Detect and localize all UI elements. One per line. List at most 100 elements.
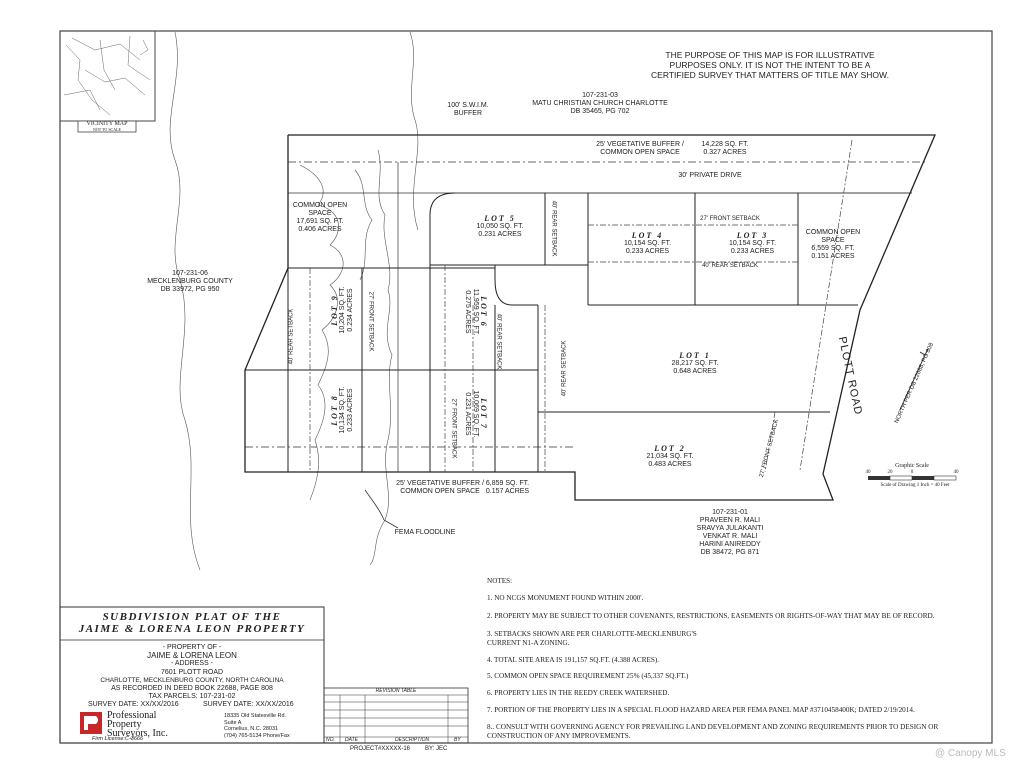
adjacent-south: 107-231-01 PRAVEEN R. MALI SRAVYA JULAKA… <box>680 509 780 557</box>
company-name-line-1: Professional <box>107 710 157 721</box>
buffer-south-area: 6,859 SQ. FT. 0.157 ACRES <box>485 480 530 496</box>
open-space-west-acres: 0.406 ACRES <box>298 226 342 233</box>
front-setback-label: 27' FRONT SETBACK <box>700 216 760 222</box>
adjacent-north: 107-231-03 MATU CHRISTIAN CHURCH CHARLOT… <box>520 92 680 116</box>
adjacent-west-deed: DB 33972, PG 950 <box>160 286 220 293</box>
lot-5-sqft: 10,050 SQ. FT. <box>476 223 524 230</box>
scale-tick-2: 0 <box>910 470 914 475</box>
swim-buffer-label: 100' S.W.I.M. BUFFER <box>438 102 498 118</box>
buffer-north-line-2: COMMON OPEN SPACE <box>600 149 680 156</box>
front-setback-label-lot7: 27' FRONT SETBACK <box>450 398 457 459</box>
swim-buffer-line-1: 100' S.W.I.M. <box>447 102 489 109</box>
front-setback-label-lot9: 27' FRONT SETBACK <box>367 291 374 352</box>
lot-5: LOT 5 10,050 SQ. FT. 0.231 ACRES <box>455 215 545 239</box>
revision-table-title: REVISION TABLE <box>375 688 417 694</box>
lot-8-sqft: 10,134 SQ. FT. <box>339 386 346 434</box>
title-block-title: SUBDIVISION PLAT OF THE JAIME & LORENA L… <box>60 611 324 635</box>
lot-7-acres: 0.231 ACRES <box>464 392 471 436</box>
lot-6-sqft: 11,959 SQ. FT. <box>472 288 479 336</box>
open-space-west: COMMON OPEN SPACE 17,691 SQ. FT. 0.406 A… <box>280 202 360 234</box>
lot-9: LOT 9 10,204 SQ. FT. 0.234 ACRES <box>330 265 355 355</box>
note-5: 5. COMMON OPEN SPACE REQUIREMENT 25% (45… <box>487 672 689 680</box>
note-2: 2. PROPERTY MAY BE SUBJECT TO OTHER COVE… <box>487 612 935 620</box>
lot-7: LOT 7 10,069 SQ. FT. 0.231 ACRES <box>463 369 488 459</box>
buffer-south-line-1: 25' VEGETATIVE BUFFER / <box>396 480 484 487</box>
company-address-2: Suite A <box>224 719 242 726</box>
rear-setback-label-lot9: 40' REAR SETBACK <box>288 308 295 365</box>
open-space-west-line-2: SPACE <box>308 210 332 217</box>
company-logo <box>80 712 102 734</box>
company-phone: (704) 765-5134 Phone/Fax <box>224 732 290 739</box>
lot-2-acres: 0.483 ACRES <box>648 461 692 468</box>
revision-col-by: BY <box>454 737 461 743</box>
adjacent-north-id: 107-231-03 <box>582 92 618 99</box>
lot-7-sqft: 10,069 SQ. FT. <box>472 390 479 438</box>
adjacent-south-owner-3: VENKAT R. MALI <box>702 533 758 540</box>
north-arrow-icon <box>918 346 926 354</box>
title-line-2: JAIME & LORENA LEON PROPERTY <box>78 623 306 635</box>
company-address: 18335 Old Statesville Rd. Suite A Cornel… <box>224 713 290 739</box>
drawn-by: BY: JEC <box>425 746 448 752</box>
lot-2-name: LOT 2 <box>654 444 686 453</box>
lot-4: LOT 4 10,154 SQ. FT. 0.233 ACRES <box>605 232 690 256</box>
property-address: 7601 PLOTT ROAD <box>160 668 224 676</box>
title-line-1: SUBDIVISION PLAT OF THE <box>102 611 282 623</box>
open-space-west-sqft: 17,691 SQ. FT. <box>296 218 344 225</box>
lot-9-name: LOT 9 <box>330 294 339 326</box>
private-drive-label: 30' PRIVATE DRIVE <box>678 172 742 179</box>
owner-name: JAIME & LORENA LEON <box>147 651 237 661</box>
property-of-label: - PROPERTY OF - <box>162 644 222 651</box>
title-block-details: - PROPERTY OF - JAIME & LORENA LEON - AD… <box>60 644 324 701</box>
vicinity-map-subtitle: NOT TO SCALE <box>92 127 121 132</box>
disclaimer-line-3: CERTIFIED SURVEY THAT MATTERS OF TITLE M… <box>651 70 889 80</box>
notes-heading: NOTES: <box>487 577 513 585</box>
property-city: CHARLOTTE, MECKLENBURG COUNTY, NORTH CAR… <box>100 676 284 684</box>
note-1: 1. NO NCGS MONUMENT FOUND WITHIN 2000'. <box>487 594 644 602</box>
buffer-north-area: 14,228 SQ. FT. 0.327 ACRES <box>695 141 755 157</box>
vicinity-map-label: VICINITY MAP NOT TO SCALE <box>78 121 136 132</box>
lot-6: LOT 6 11,959 SQ. FT. 0.275 ACRES <box>463 267 488 357</box>
adjacent-north-deed: DB 35465, PG 702 <box>570 108 630 115</box>
lot-3-acres: 0.233 ACRES <box>730 248 775 255</box>
scale-tick-1: 20 <box>887 470 893 475</box>
lot-8: LOT 8 10,134 SQ. FT. 0.233 ACRES <box>330 365 355 455</box>
address-label: - ADDRESS - <box>170 660 213 668</box>
graphic-scale-title: Graphic Scale <box>895 463 929 469</box>
revision-col-description: DESCRIPTION <box>395 737 430 743</box>
rear-setback-label-lot6: 40' REAR SETBACK <box>495 313 502 370</box>
open-space-east-line-2: SPACE <box>821 237 845 244</box>
note-8b: CONSTRUCTION OF ANY IMPROVEMENTS. <box>487 732 631 740</box>
lot-1-acres: 0.648 ACRES <box>673 368 717 375</box>
adjacent-west-id: 107-231-06 <box>172 270 208 277</box>
disclaimer-line-2: PURPOSES ONLY. IT IS NOT THE INTENT TO B… <box>669 60 871 70</box>
note-8a: 8.. CONSULT WITH GOVERNING AGENCY FOR PR… <box>487 723 939 731</box>
open-space-east-acres: 0.151 ACRES <box>811 253 855 260</box>
company-address-1: 18335 Old Statesville Rd. <box>224 713 287 719</box>
company-name: Professional Property Surveyors, Inc. <box>107 710 168 739</box>
lot-9-acres: 0.234 ACRES <box>347 288 354 332</box>
lot-3-name: LOT 3 <box>736 231 769 240</box>
lot-8-name: LOT 8 <box>330 394 339 426</box>
disclaimer-line-1: THE PURPOSE OF THIS MAP IS FOR ILLUSTRAT… <box>665 50 875 60</box>
note-7: 7. PORTION OF THE PROPERTY LIES IN A SPE… <box>487 706 915 714</box>
company-name-line-3: Surveyors, Inc. <box>107 728 168 739</box>
scale-tick-3: 40 <box>953 470 959 475</box>
open-space-east: COMMON OPEN SPACE 6,559 SQ. FT. 0.151 AC… <box>798 229 868 261</box>
lot-2-sqft: 21,034 SQ. FT. <box>646 453 694 460</box>
lot-5-name: LOT 5 <box>484 214 516 223</box>
graphic-scale-caption: Scale of Drawing 1 Inch = 40 Feet <box>880 483 950 488</box>
scale-tick-0: 40 <box>865 470 871 475</box>
adjacent-south-owner-2: SRAVYA JULAKANTI <box>696 525 764 532</box>
buffer-south-label: 25' VEGETATIVE BUFFER / COMMON OPEN SPAC… <box>390 480 490 496</box>
adjacent-south-owner-4: HARINI ANIREDDY <box>699 541 761 548</box>
vicinity-map-title: VICINITY MAP <box>86 121 128 127</box>
note-6: 6. PROPERTY LIES IN THE REEDY CREEK WATE… <box>487 689 670 697</box>
survey-date-2: SURVEY DATE: XX/XX/2016 <box>203 701 294 708</box>
note-4: 4. TOTAL SITE AREA IS 191,157 SQ.FT. (4.… <box>487 656 660 664</box>
rear-setback-label: 40' REAR SETBACK <box>702 263 758 269</box>
swim-buffer-line-2: BUFFER <box>454 110 482 117</box>
adjacent-north-owner: MATU CHRISTIAN CHURCH CHARLOTTE <box>532 100 668 107</box>
deed-reference: AS RECORDED IN DEED BOOK 22688, PAGE 808 <box>111 685 273 693</box>
lot-3: LOT 3 10,154 SQ. FT. 0.233 ACRES <box>705 232 800 256</box>
